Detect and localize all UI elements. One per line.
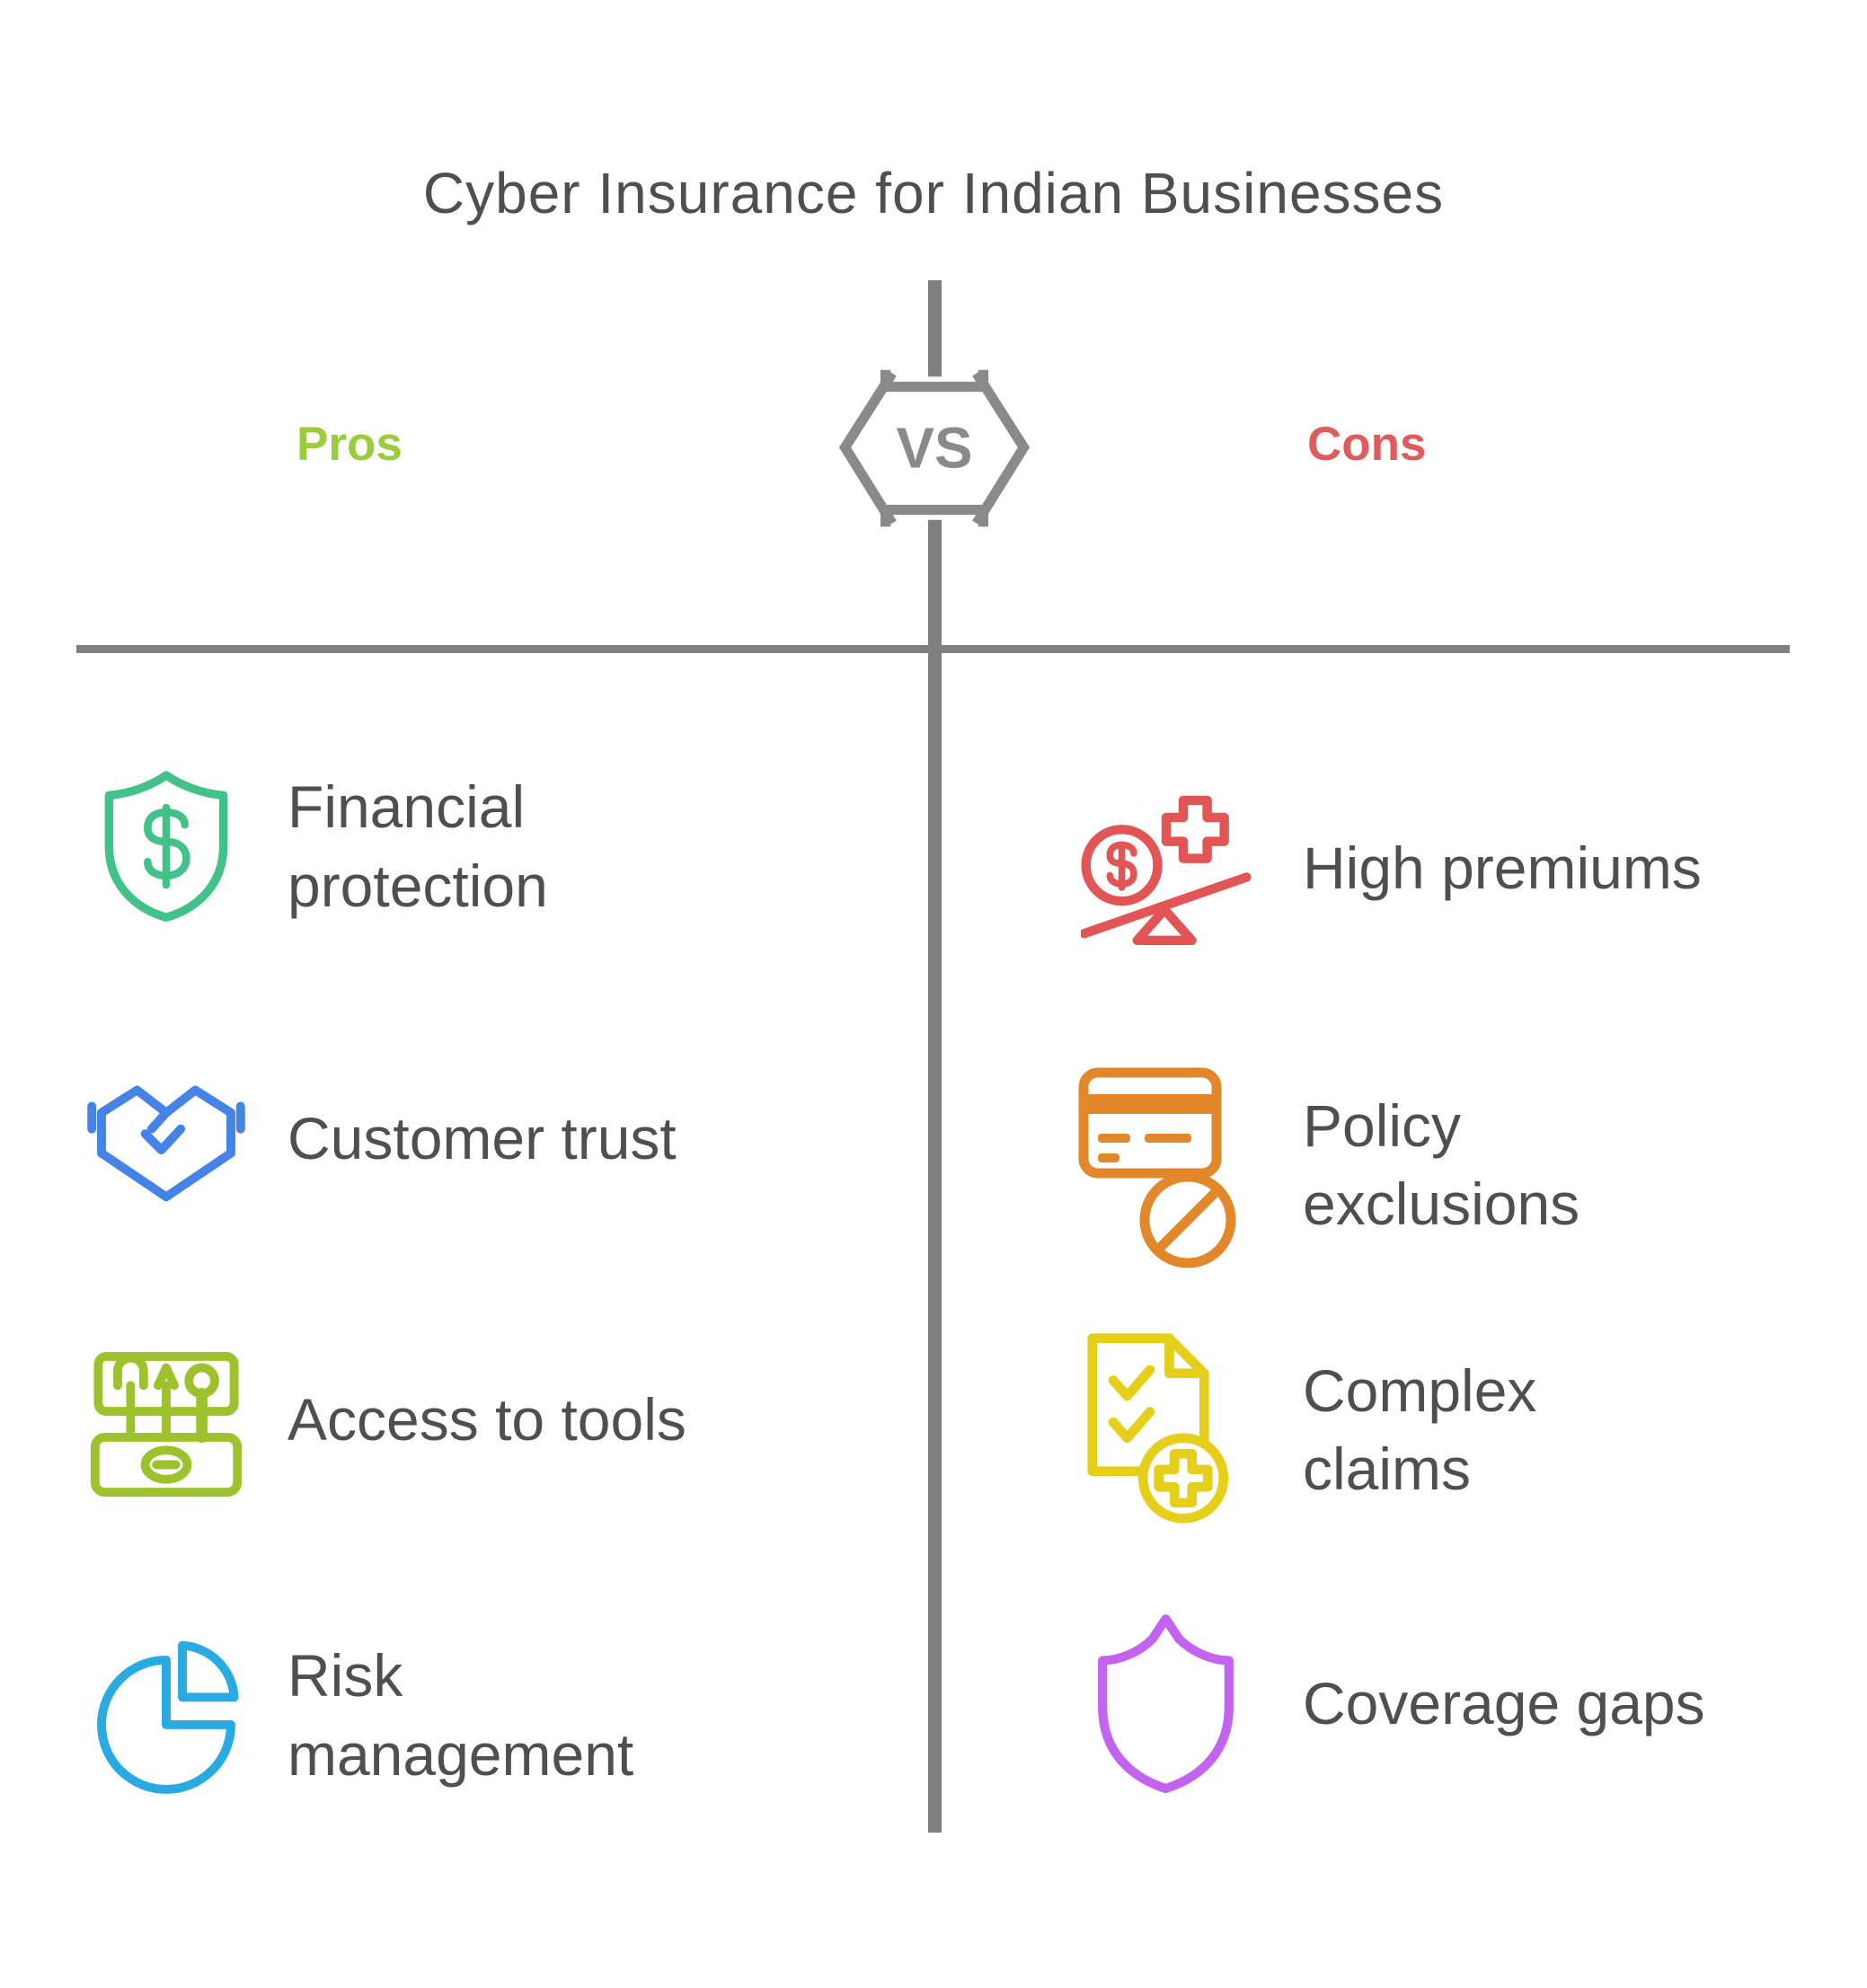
vs-label: VS	[896, 416, 972, 481]
con-item-policy-exclusions: Policy exclusions	[1074, 1053, 1837, 1277]
pros-column-header: Pros	[296, 418, 403, 471]
claim-checklist-icon	[1087, 1333, 1229, 1524]
vs-hexagon-arrows-icon: VS	[838, 369, 1031, 527]
pro-item-label: Customer trust	[288, 1104, 677, 1171]
con-item-label: Coverage gaps	[1303, 1670, 1705, 1737]
card-blocked-icon	[1078, 1067, 1235, 1268]
handshake-icon	[87, 1085, 245, 1202]
pro-item-customer-trust: Customer trust	[85, 1056, 894, 1222]
con-item-high-premiums: High premiums	[1074, 774, 1837, 963]
pro-item-financial-protection: Financial protection	[85, 759, 894, 934]
horizontal-divider	[76, 645, 1790, 653]
con-item-coverage-gaps: Coverage gaps	[1074, 1601, 1837, 1807]
pro-item-label: Risk management	[288, 1642, 634, 1788]
shield-outline-icon	[1098, 1613, 1234, 1793]
money-scale-icon	[1080, 795, 1252, 946]
vertical-divider	[928, 280, 942, 1833]
shield-dollar-icon	[104, 770, 228, 922]
pro-item-label: Financial protection	[288, 773, 548, 919]
con-item-complex-claims: Complex claims	[1074, 1322, 1837, 1538]
pro-item-label: Access to tools	[288, 1385, 686, 1453]
pie-chart-icon	[97, 1640, 239, 1794]
con-item-label: High premiums	[1303, 835, 1702, 902]
cons-column-header: Cons	[1307, 418, 1427, 471]
pro-item-risk-management: Risk management	[85, 1628, 894, 1803]
pro-item-access-to-tools: Access to tools	[85, 1337, 894, 1503]
con-item-label: Complex claims	[1303, 1356, 1537, 1502]
toolbox-icon	[90, 1351, 243, 1497]
page-title: Cyber Insurance for Indian Businesses	[422, 161, 1445, 225]
con-item-label: Policy exclusions	[1303, 1091, 1580, 1237]
vs-badge: VS	[825, 358, 1044, 539]
